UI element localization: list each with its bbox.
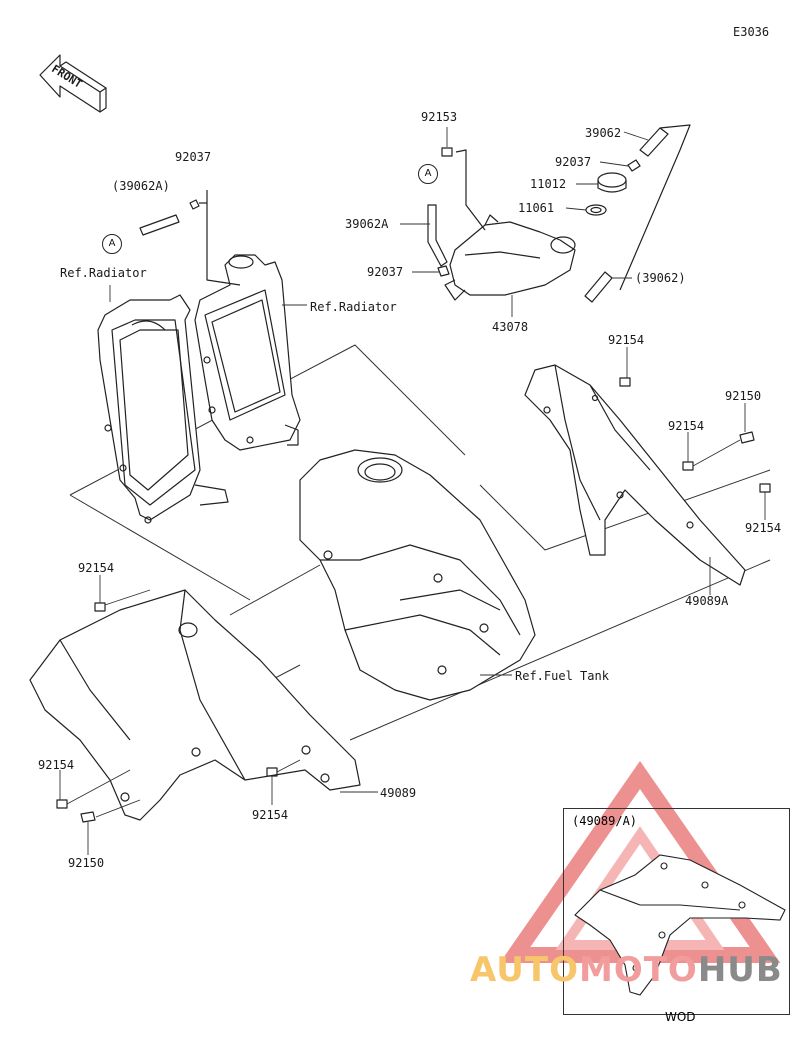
part-92154-d: 92154 [78,561,115,575]
part-92150-a: 92150 [725,389,762,403]
front-arrow-icon [39,54,107,113]
ref-radiator-left: Ref.Radiator [60,266,147,280]
part-92154-b: 92154 [668,419,705,433]
callout-a-left: A [102,234,122,254]
ref-radiator-right: Ref.Radiator [310,300,397,314]
part-92150-b: 92150 [68,856,105,870]
part-92154-c: 92154 [745,521,782,535]
radiator-right [194,254,301,451]
reservoir-cap [585,172,627,216]
radiator-left [97,294,229,524]
part-49089A: 49089A [685,594,729,608]
shroud-49089 [29,589,361,821]
ref-fuel-tank: Ref.Fuel Tank [515,669,609,683]
part-11061: 11061 [518,201,555,215]
diagram-code: E3036 [733,25,770,39]
part-39062A-paren: (39062A) [112,179,170,193]
leader-lines [59,127,766,855]
part-92154-a: 92154 [608,333,645,347]
inset-shroud-detail [574,854,786,996]
part-92154-f: 92154 [252,808,289,822]
fuel-tank [299,449,536,701]
part-11012: 11012 [530,177,567,191]
inset-title: (49089/A) [572,814,638,828]
part-92037-cap: 92037 [555,155,592,169]
part-39062-paren: (39062) [635,271,686,285]
hose-39062A-right [427,147,486,277]
part-92153: 92153 [421,110,458,124]
part-92154-e: 92154 [38,758,75,772]
shroud-49089A [524,364,746,586]
part-92037-hose: 92037 [367,265,404,279]
part-43078: 43078 [492,320,529,334]
watermark-part-2: MOTO [578,950,698,990]
inset-caption: WOD [665,1010,696,1024]
part-39062A: 39062A [345,217,389,231]
watermark-part-1: AUTO [470,950,579,990]
inset-box [563,808,790,1015]
hose-39062A-left [139,190,241,286]
part-92037-left: 92037 [175,150,212,164]
reservoir-tank [444,214,576,301]
watermark-logo: AUTOMOTOHUB [470,950,783,990]
part-49089: 49089 [380,786,417,800]
watermark-part-3: HUB [697,950,783,990]
part-39062: 39062 [585,126,622,140]
callout-a-right: A [418,164,438,184]
